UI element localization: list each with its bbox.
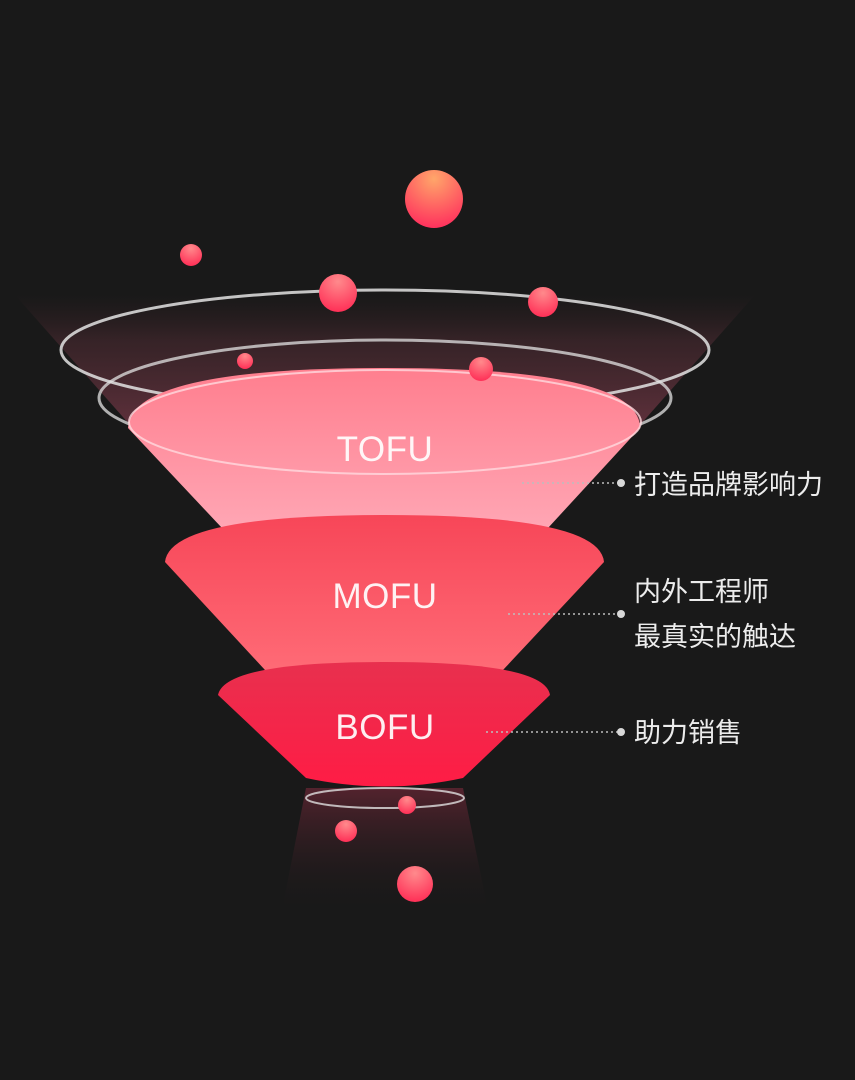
ball-medium (528, 287, 558, 317)
ball-small (237, 353, 253, 369)
mofu-label: MOFU (332, 577, 438, 616)
bofu-label: BOFU (335, 708, 435, 747)
description-line: 打造品牌影响力 (634, 470, 823, 501)
ball-medium (397, 866, 433, 902)
tofu-description: 打造品牌影响力 (634, 463, 823, 508)
tofu-layer (128, 368, 640, 537)
ball-medium (319, 274, 357, 312)
mofu-layer (165, 515, 604, 680)
tofu-label: TOFU (336, 430, 434, 469)
description-line: 最真实的触达 (634, 622, 796, 653)
bofu-layer (218, 662, 550, 787)
mofu-description: 内外工程师 最真实的触达 (634, 570, 796, 660)
description-line: 助力销售 (634, 718, 742, 749)
bofu-connector-dot (617, 728, 625, 736)
mofu-connector-dot (617, 610, 625, 618)
bofu-description: 助力销售 (634, 711, 742, 756)
description-line: 内外工程师 (634, 577, 769, 608)
ball-small (398, 796, 416, 814)
funnel-bottom-ring (305, 787, 465, 809)
ball-large (405, 170, 463, 228)
tofu-connector-dot (617, 479, 625, 487)
ball-small (180, 244, 202, 266)
funnel-bottom-glow (282, 788, 488, 910)
ball-small (469, 357, 493, 381)
ball-small (335, 820, 357, 842)
